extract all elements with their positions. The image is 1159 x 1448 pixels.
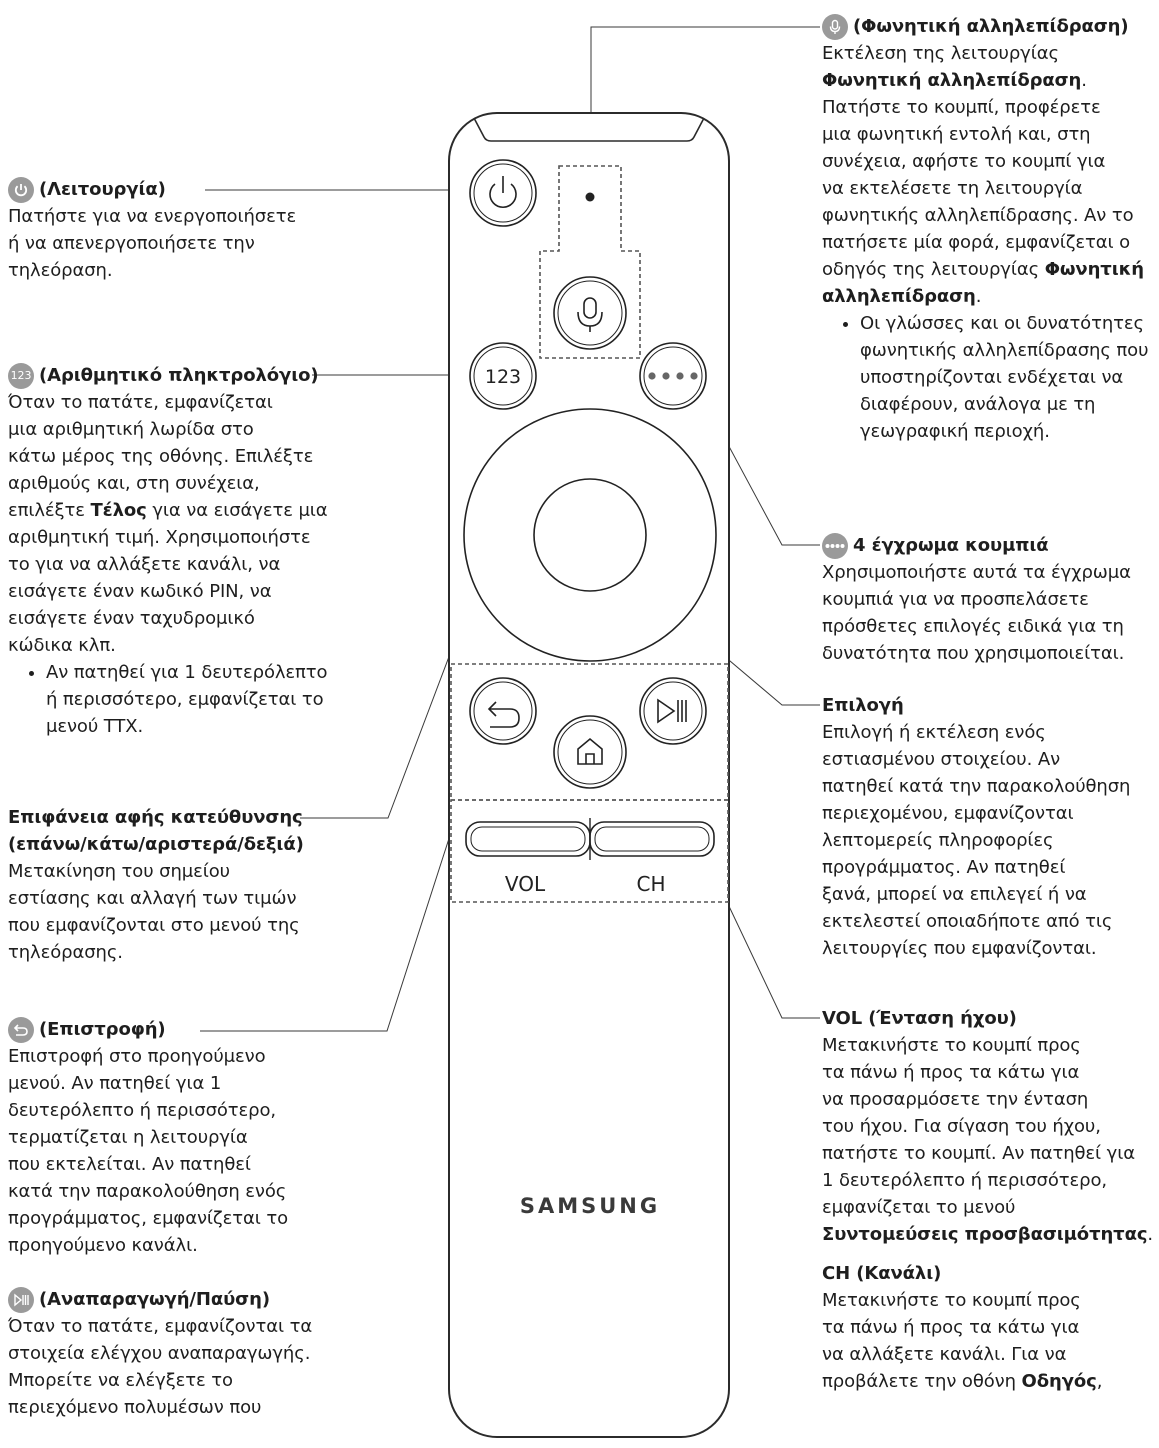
voice-region-outline (539, 165, 641, 359)
play-pause-icon (8, 1286, 34, 1313)
home-icon (577, 737, 603, 765)
power-icon (8, 176, 34, 203)
play-description: (Αναπαραγωγή/Παύση) Όταν το πατάτε, εμφα… (8, 1286, 328, 1421)
back-description: (Επιστροφή) Επιστροφή στο προηγούμενο με… (8, 1016, 328, 1259)
microphone-icon (822, 13, 848, 40)
vol-title: VOL (Ένταση ήχου) (822, 1008, 1017, 1029)
vol-label: VOL (505, 872, 546, 896)
power-text-1: Πατήστε για να ενεργοποιήσετε (8, 206, 297, 227)
power-title: (Λειτουργία) (39, 179, 166, 200)
controls-region-outline (450, 663, 729, 801)
numeric-button-label: 123 (485, 366, 521, 388)
select-title: Επιλογή (822, 695, 904, 716)
brand-logo: SAMSUNG (520, 1194, 660, 1218)
microphone-hole (585, 192, 595, 202)
home-button[interactable] (553, 715, 627, 789)
power-icon (489, 183, 517, 209)
numeric-button[interactable]: 123 (469, 342, 537, 410)
numeric-description: 123 (Αριθμητικό πληκτρολόγιο) Όταν το πα… (8, 362, 330, 740)
microphone-icon (577, 297, 603, 332)
callout-vol (726, 901, 820, 1019)
play-pause-button[interactable] (639, 677, 707, 745)
color-dots-icon (822, 532, 848, 559)
back-title: (Επιστροφή) (39, 1019, 166, 1040)
numeric-icon: 123 (8, 362, 34, 389)
color-buttons[interactable] (639, 342, 707, 410)
return-icon (487, 701, 520, 728)
ch-label: CH (636, 872, 665, 896)
vol-description: VOL (Ένταση ήχου) Μετακινήστε το κουμπί … (822, 1005, 1157, 1248)
power-button[interactable] (469, 159, 537, 227)
touchpad-description: Επιφάνεια αφής κατεύθυνσης (επάνω/κάτω/α… (8, 804, 328, 966)
back-button[interactable] (469, 677, 537, 745)
play-pause-icon (657, 698, 687, 724)
ch-description: CH (Κανάλι) Μετακινήστε το κουμπί προς τ… (822, 1260, 1157, 1395)
vol-ch-region-outline (450, 799, 729, 903)
numeric-title: (Αριθμητικό πληκτρολόγιο) (39, 365, 319, 386)
callout-back (200, 794, 464, 1032)
touchpad-title-1: Επιφάνεια αφής κατεύθυνσης (8, 807, 303, 828)
ch-rocker[interactable] (589, 821, 715, 857)
numeric-note: Αν πατηθεί για 1 δευτερόλεπτο ή περισσότ… (46, 659, 332, 740)
select-button[interactable] (533, 478, 647, 592)
play-title: (Αναπαραγωγή/Παύση) (39, 1289, 270, 1310)
color-dots-icon (648, 372, 698, 380)
voice-description: (Φωνητική αλληλεπίδραση) Εκτέλεση της λε… (822, 13, 1157, 445)
touchpad-title-2: (επάνω/κάτω/αριστερά/δεξιά) (8, 834, 304, 855)
voice-note: Οι γλώσσες και οι δυνατότητες φωνητικής … (860, 310, 1159, 445)
voice-button[interactable] (553, 276, 627, 350)
color-title: 4 έγχρωμα κουμπιά (853, 535, 1049, 556)
remote: 123 (448, 112, 730, 1438)
voice-title: (Φωνητική αλληλεπίδραση) (853, 16, 1129, 37)
power-text-2: ή να απενεργοποιήσετε την (8, 233, 255, 254)
color-description: 4 έγχρωμα κουμπιά Χρησιμοποιήστε αυτά τα… (822, 532, 1157, 667)
return-icon (8, 1016, 34, 1043)
select-description: Επιλογή Επιλογή ή εκτέλεση ενός εστιασμέ… (822, 692, 1157, 962)
power-text-3: τηλεόραση. (8, 260, 113, 281)
remote-top-notch (473, 117, 705, 142)
vol-rocker[interactable] (465, 821, 591, 857)
ch-title: CH (Κανάλι) (822, 1263, 942, 1284)
power-description: (Λειτουργία) Πατήστε για να ενεργοποιήσε… (8, 176, 328, 284)
